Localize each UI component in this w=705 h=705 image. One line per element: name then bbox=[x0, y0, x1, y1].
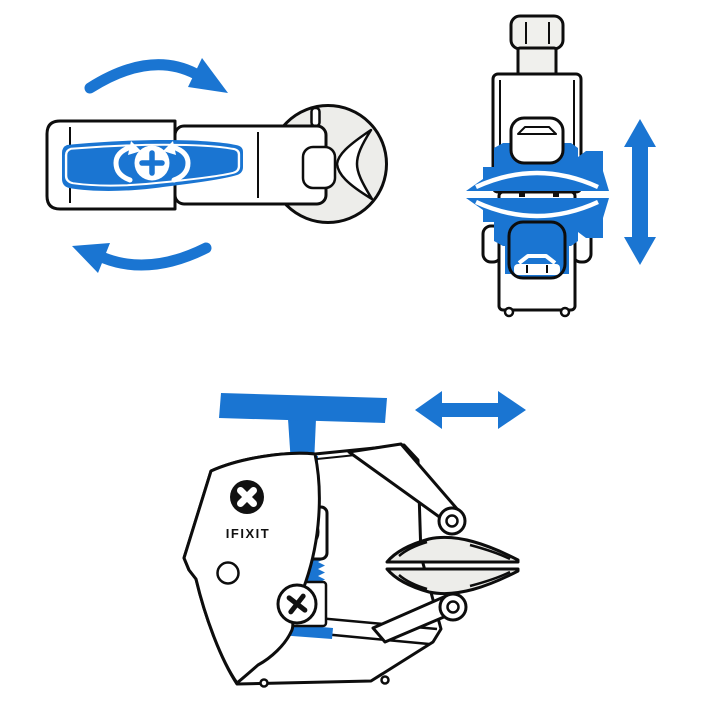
lower-pad-strip bbox=[514, 264, 560, 275]
figure-side-view: IFIXIT bbox=[182, 391, 526, 688]
upper-pad-tab bbox=[517, 126, 557, 135]
lower-wing-highlight bbox=[475, 199, 599, 219]
lower-jaw-crease-left bbox=[398, 574, 428, 591]
t-handle-bar bbox=[219, 393, 387, 423]
lower-pad-highlight bbox=[517, 254, 557, 265]
base-foot-left bbox=[259, 678, 269, 688]
suction-crescent bbox=[335, 128, 374, 201]
phillips-cross bbox=[286, 593, 308, 615]
upper-pivot-pin bbox=[445, 514, 459, 528]
curl-arrow-left-head bbox=[128, 141, 141, 155]
rotate-clockwise-arrow-head bbox=[188, 58, 228, 93]
figure-front-view bbox=[466, 14, 656, 318]
upper-jaw-crease-right bbox=[469, 543, 511, 561]
foot-right bbox=[559, 306, 571, 318]
upper-jaw-crease-left bbox=[398, 540, 428, 557]
brand-wordmark: IFIXIT bbox=[226, 526, 270, 541]
figure-top-view bbox=[45, 58, 388, 273]
lower-pivot-pin bbox=[446, 600, 460, 614]
lower-pad-ticks bbox=[526, 265, 548, 273]
base-foot-right bbox=[380, 675, 390, 685]
plus-icon bbox=[139, 150, 165, 176]
gap-tick-left bbox=[519, 192, 525, 197]
grip-panel-inner-line bbox=[64, 143, 241, 187]
horizontal-double-arrow bbox=[415, 391, 526, 429]
vertical-double-arrow bbox=[624, 119, 656, 265]
upper-wing-highlight bbox=[475, 170, 599, 190]
ifixit-x-glyph bbox=[237, 487, 257, 507]
rotate-clockwise-arrow bbox=[84, 59, 202, 94]
lower-jaw-pad-outline bbox=[507, 220, 567, 280]
knob-ridges bbox=[525, 22, 550, 44]
suction-nozzle bbox=[301, 145, 337, 190]
curl-arrow-right-head bbox=[163, 141, 176, 155]
lower-jaw-crease-right bbox=[469, 570, 511, 588]
curl-arrow-right bbox=[170, 144, 191, 183]
curl-arrow-left bbox=[113, 144, 134, 183]
suction-peg bbox=[310, 106, 321, 128]
adjuster-knob bbox=[509, 14, 565, 51]
upper-jaw-pad bbox=[509, 116, 565, 165]
rotate-clockwise-arrow-lower bbox=[98, 242, 212, 271]
gap-tick-right bbox=[553, 192, 559, 197]
plate-hole bbox=[216, 561, 240, 585]
foot-left bbox=[503, 306, 515, 318]
rotate-clockwise-arrow-lower-head bbox=[72, 243, 110, 273]
